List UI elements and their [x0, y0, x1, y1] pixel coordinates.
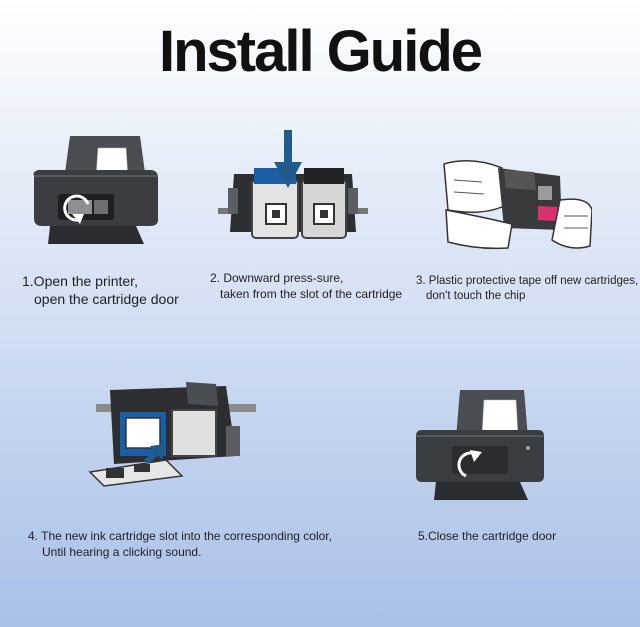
insert-cartridge-icon [86, 376, 266, 488]
step-1-caption: 1.Open the printer, open the cartridge d… [22, 272, 179, 308]
step-5-caption: 5.Close the cartridge door [418, 528, 556, 544]
printer-close-door-icon [412, 384, 548, 504]
step-2-caption: 2. Downward press-sure, taken from the s… [210, 270, 402, 302]
page-title: Install Guide [158, 19, 483, 84]
remove-tape-icon [442, 150, 592, 254]
step-3-line2: don't touch the chip [426, 290, 526, 302]
printer-open-door-icon [28, 128, 168, 246]
step-3-line1: 3. Plastic protective tape off new cartr… [416, 275, 639, 287]
step-5-line1: 5.Close the cartridge door [418, 529, 557, 543]
step-2-line2: taken from the slot of the cartridge [220, 287, 403, 301]
step-3-caption: 3. Plastic protective tape off new cartr… [416, 274, 638, 304]
step-2-line1: 2. Downward press-sure, [210, 271, 344, 285]
step-4-caption: 4. The new ink cartridge slot into the c… [28, 528, 332, 560]
step-1-line2: open the cartridge door [34, 291, 179, 307]
step-1-line1: 1.Open the printer, [22, 273, 138, 289]
step-4-line1: 4. The new ink cartridge slot into the c… [28, 529, 332, 543]
step-4-line2: Until hearing a clicking sound. [42, 545, 202, 559]
cartridge-press-down-icon [218, 128, 368, 248]
